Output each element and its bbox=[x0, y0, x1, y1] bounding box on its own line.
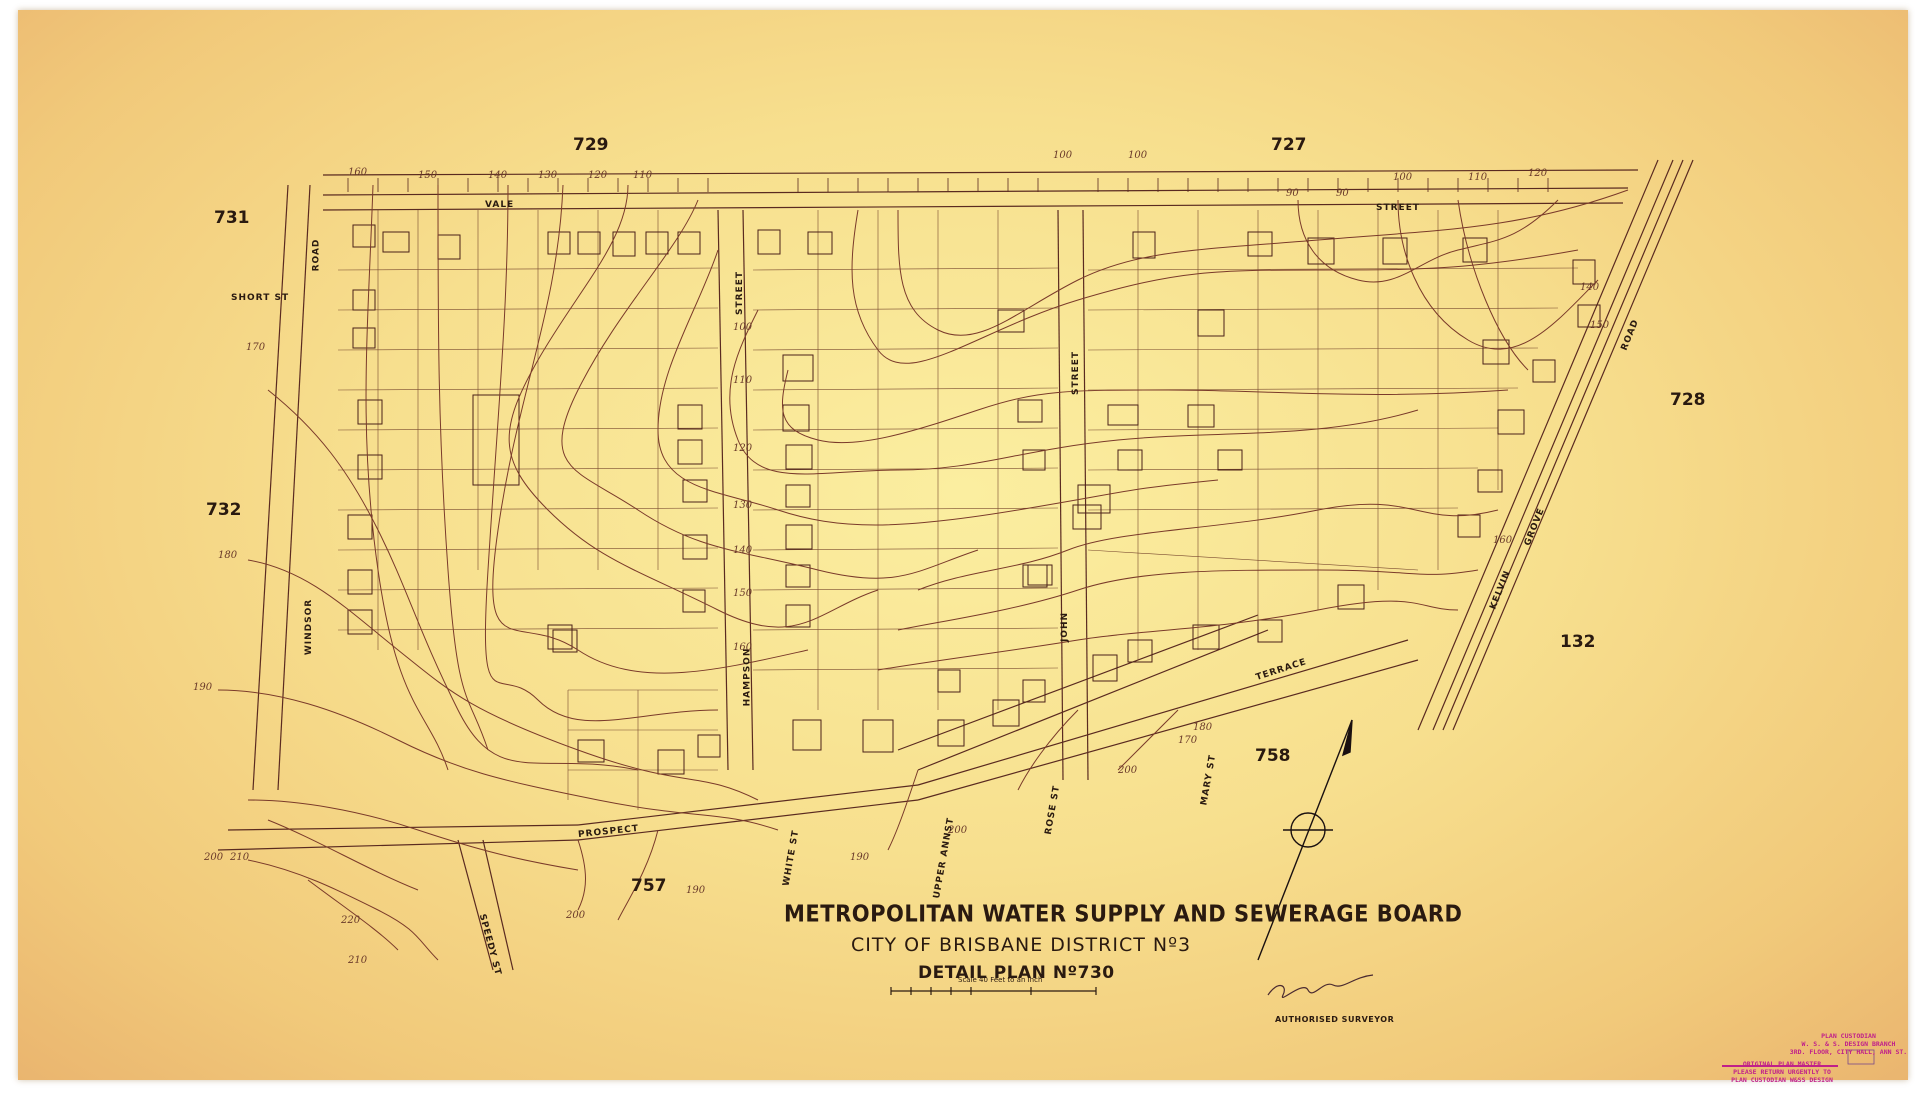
adjacent-sheet-758: 758 bbox=[1255, 746, 1291, 766]
contour-label: 100 bbox=[1053, 150, 1073, 161]
contour-label: 90 bbox=[1336, 188, 1349, 199]
adjacent-sheet-728: 728 bbox=[1670, 390, 1706, 410]
house-footprints bbox=[347, 224, 1601, 775]
contour-label: 90 bbox=[1286, 188, 1299, 199]
contour-label: 100 bbox=[1128, 150, 1148, 161]
original-plan-stamp: ORIGINAL PLAN MASTER PLEASE RETURN URGEN… bbox=[1723, 1060, 1841, 1084]
street-hampson: HAMPSON bbox=[742, 647, 753, 707]
street-vale-street: STREET bbox=[1376, 203, 1420, 213]
adjacent-sheet-729: 729 bbox=[573, 135, 609, 155]
surveyor-caption: AUTHORISED SURVEYOR bbox=[1275, 1015, 1395, 1024]
adjacent-sheet-731: 731 bbox=[214, 208, 250, 228]
contour-label: 170 bbox=[246, 342, 266, 353]
map-drawing bbox=[217, 159, 1875, 1067]
contour-label: 190 bbox=[193, 682, 213, 693]
stamp-line: PLAN CUSTODIAN W&SS DESIGN bbox=[1731, 1076, 1833, 1084]
stamp-line: PLEASE RETURN URGENTLY TO bbox=[1733, 1068, 1831, 1076]
contour-label: 200 bbox=[566, 910, 586, 921]
contour-lines bbox=[217, 184, 1629, 961]
contour-label: 150 bbox=[733, 588, 753, 599]
contour-label: 210 bbox=[230, 852, 250, 863]
street-short-st: SHORT ST bbox=[231, 293, 290, 303]
stamp-line: ORIGINAL PLAN MASTER bbox=[1742, 1060, 1822, 1068]
contour-label: 150 bbox=[418, 170, 438, 181]
contour-label: 200 bbox=[204, 852, 224, 863]
adjacent-sheet-732: 732 bbox=[206, 500, 242, 520]
north-arrow-icon bbox=[1257, 719, 1353, 961]
contour-label: 130 bbox=[538, 170, 558, 181]
adjacent-sheet-132: 132 bbox=[1560, 632, 1596, 652]
adjacent-sheet-757: 757 bbox=[631, 876, 667, 896]
contour-label: 140 bbox=[733, 545, 753, 556]
contour-label: 120 bbox=[733, 443, 753, 454]
contour-label: 190 bbox=[850, 852, 870, 863]
contour-label: 180 bbox=[1193, 722, 1213, 733]
sheet-ref-box bbox=[1847, 1049, 1875, 1065]
stamp-line: W. S. & S. DESIGN BRANCH bbox=[1801, 1040, 1896, 1048]
contour-label: 190 bbox=[686, 885, 706, 896]
street-vale: VALE bbox=[485, 200, 515, 210]
map-title-board: METROPOLITAN WATER SUPPLY AND SEWERAGE B… bbox=[784, 900, 1463, 928]
contour-label: 120 bbox=[1528, 168, 1548, 179]
frontage-ticks bbox=[347, 178, 1549, 192]
contour-label: 140 bbox=[1580, 282, 1600, 293]
adjacent-sheet-727: 727 bbox=[1271, 135, 1307, 155]
contour-label: 180 bbox=[218, 550, 238, 561]
contour-label: 170 bbox=[1178, 735, 1198, 746]
contour-label: 210 bbox=[348, 955, 368, 966]
road-lines bbox=[217, 159, 1694, 971]
stamp-line: 3RD. FLOOR, CITY HALL, ANN ST. bbox=[1789, 1048, 1908, 1056]
street-windsor: WINDSOR bbox=[304, 598, 315, 656]
contour-label: 220 bbox=[341, 915, 361, 926]
contour-label: 150 bbox=[1590, 320, 1610, 331]
street-hampson-street: STREET bbox=[735, 271, 745, 315]
contour-label: 110 bbox=[633, 170, 653, 181]
street-windsor-road: ROAD bbox=[311, 238, 322, 272]
scale-bar bbox=[890, 987, 1097, 995]
original-stamp-box bbox=[1722, 1065, 1838, 1067]
street-john: JOHN bbox=[1060, 611, 1071, 643]
contour-label: 200 bbox=[1118, 765, 1138, 776]
contour-label: 160 bbox=[1493, 535, 1513, 546]
lot-lines bbox=[337, 210, 1579, 810]
contour-label: 110 bbox=[1468, 172, 1488, 183]
map-title-district: CITY OF BRISBANE DISTRICT Nº3 bbox=[851, 934, 1192, 956]
surveyor-signature bbox=[1267, 974, 1374, 998]
contour-label: 100 bbox=[1393, 172, 1413, 183]
contour-label: 140 bbox=[488, 170, 508, 181]
map-title-plan-number: DETAIL PLAN Nº730 bbox=[918, 963, 1115, 983]
contour-label: 110 bbox=[733, 375, 753, 386]
plan-custodian-stamp: PLAN CUSTODIAN W. S. & S. DESIGN BRANCH … bbox=[1786, 1032, 1911, 1056]
contour-label: 100 bbox=[733, 322, 753, 333]
scale-caption: Scale 40 Feet to an Inch bbox=[958, 976, 1043, 984]
stamp-line: PLAN CUSTODIAN bbox=[1821, 1032, 1876, 1040]
street-john-street: STREET bbox=[1071, 351, 1081, 395]
contour-label: 130 bbox=[733, 500, 753, 511]
contour-label: 160 bbox=[733, 642, 753, 653]
contour-label: 120 bbox=[588, 170, 608, 181]
contour-label: 160 bbox=[348, 167, 368, 178]
map-sheet: 729 727 731 732 728 132 758 757 VALE STR… bbox=[18, 10, 1911, 1084]
contour-label: 200 bbox=[948, 825, 968, 836]
